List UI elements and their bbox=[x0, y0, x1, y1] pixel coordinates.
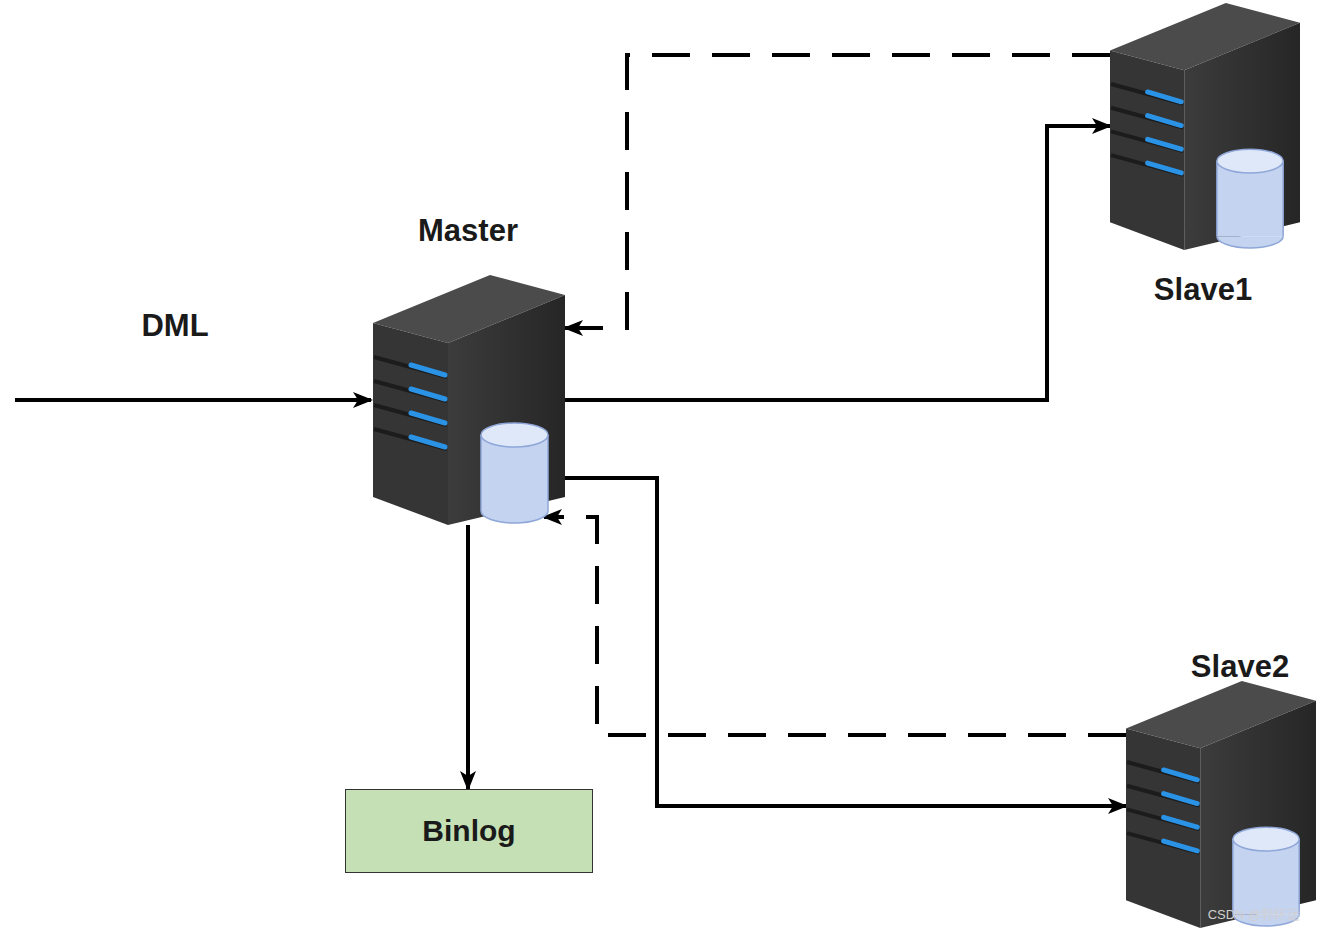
status-light bbox=[1148, 92, 1182, 102]
server-side bbox=[448, 295, 565, 525]
replication-flow bbox=[565, 126, 1110, 400]
drive-slot bbox=[1127, 786, 1199, 806]
server-icon bbox=[373, 275, 565, 525]
status-light bbox=[411, 413, 445, 423]
drive-slot bbox=[374, 405, 447, 425]
status-light bbox=[1148, 139, 1182, 149]
database-cylinder bbox=[481, 423, 548, 523]
status-light bbox=[1148, 116, 1182, 126]
input-label: DML bbox=[141, 308, 208, 344]
dml-input-line bbox=[15, 398, 371, 402]
drive-slot bbox=[1127, 833, 1199, 853]
drive-slot bbox=[1111, 131, 1183, 151]
server-name: Slave1 bbox=[1154, 272, 1252, 308]
drive-slot bbox=[374, 429, 447, 449]
watermark: CSDN @郭怀远 bbox=[1208, 906, 1301, 924]
drive-slot bbox=[374, 381, 447, 401]
server-front bbox=[1110, 50, 1184, 250]
drive-slot bbox=[1111, 155, 1183, 175]
server-icon bbox=[1126, 681, 1316, 928]
box-label: Binlog bbox=[422, 814, 515, 848]
input-arrow bbox=[15, 400, 371, 401]
status-light bbox=[411, 365, 445, 375]
replication-flow bbox=[466, 525, 470, 789]
server-icon bbox=[1110, 3, 1300, 250]
server-side bbox=[1184, 23, 1300, 250]
drive-slot bbox=[374, 357, 447, 377]
status-light bbox=[411, 437, 445, 447]
replication-flow bbox=[548, 478, 1126, 806]
server-node: Master bbox=[373, 275, 565, 525]
drive-slot bbox=[1127, 762, 1199, 782]
database-cylinder bbox=[1217, 149, 1283, 248]
status-light bbox=[1164, 794, 1198, 804]
status-light bbox=[1148, 163, 1182, 173]
server-node: Slave1 bbox=[1110, 3, 1300, 250]
drive-slot bbox=[1127, 809, 1199, 829]
log-box: Binlog bbox=[345, 789, 593, 873]
status-light bbox=[411, 389, 445, 399]
replication-request bbox=[565, 55, 1110, 328]
status-light bbox=[1164, 817, 1198, 827]
server-front bbox=[1126, 728, 1200, 928]
status-light bbox=[1164, 770, 1198, 780]
server-side bbox=[1200, 701, 1316, 928]
drive-slot bbox=[1111, 108, 1183, 128]
server-name: Master bbox=[418, 213, 518, 249]
replication-request bbox=[544, 517, 1126, 735]
server-node: Slave2 bbox=[1126, 681, 1316, 928]
drive-slot bbox=[1111, 84, 1183, 104]
server-name: Slave2 bbox=[1191, 649, 1289, 685]
status-light bbox=[1164, 841, 1198, 851]
server-front bbox=[373, 323, 448, 525]
